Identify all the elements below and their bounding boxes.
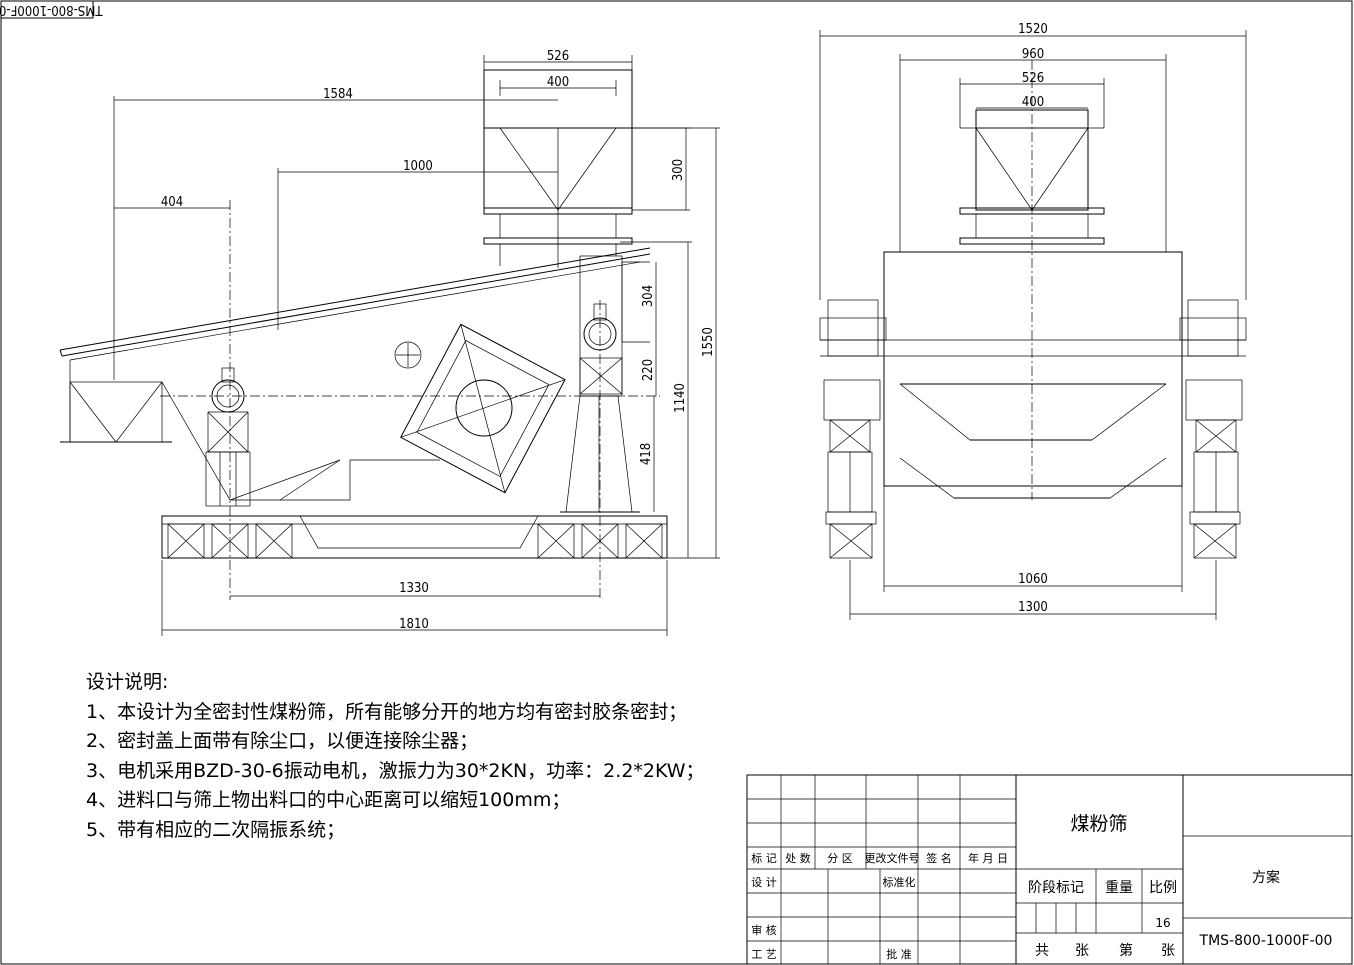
svg-text:处 数: 处 数 [785,852,811,865]
svg-text:年 月 日: 年 月 日 [968,851,1008,865]
scheme-label: 方案 [1252,869,1280,886]
svg-text:1060: 1060 [1018,572,1048,587]
title-block: 标 记 处 数 分 区 更改文件号 签 名 年 月 日 设 计 标准化 审 核 … [746,774,1353,965]
side-view: 526 400 1584 1000 404 300 304 220 1550 1… [59,49,720,636]
svg-text:更改文件号: 更改文件号 [865,851,920,865]
svg-text:张: 张 [1075,943,1089,959]
svg-text:404: 404 [161,195,183,210]
svg-text:960: 960 [1022,47,1044,62]
svg-text:标准化: 标准化 [883,875,916,889]
svg-text:1300: 1300 [1018,600,1048,615]
svg-text:标 记: 标 记 [751,851,777,865]
svg-text:300: 300 [671,159,686,181]
svg-text:重量: 重量 [1105,880,1133,896]
svg-text:526: 526 [547,49,569,64]
notes-title: 设计说明: [86,671,169,693]
svg-text:1520: 1520 [1018,22,1048,37]
design-notes: 设计说明: 1、本设计为全密封性煤粉筛，所有能够分开的地方均有密封胶条密封； 2… [86,668,705,845]
svg-text:TMS-800-1000F-00: TMS-800-1000F-00 [0,2,104,17]
svg-text:1810: 1810 [399,617,429,632]
svg-text:审 核: 审 核 [751,923,777,937]
svg-text:1000: 1000 [403,159,433,174]
svg-text:第: 第 [1119,942,1133,959]
note-item: 2、密封盖上面带有除尘口，以便连接除尘器； [86,730,479,752]
svg-text:1584: 1584 [323,87,353,102]
svg-text:设 计: 设 计 [751,876,777,889]
svg-text:1140: 1140 [673,383,688,413]
svg-text:分 区: 分 区 [827,852,853,865]
svg-text:418: 418 [639,443,654,465]
svg-text:阶段标记: 阶段标记 [1028,880,1084,896]
svg-text:526: 526 [1022,71,1044,86]
note-item: 1、本设计为全密封性煤粉筛，所有能够分开的地方均有密封胶条密封； [86,700,688,723]
svg-text:共: 共 [1035,943,1049,959]
end-view: 1520 960 526 400 1060 1300 [819,22,1247,620]
svg-text:1330: 1330 [399,581,429,596]
svg-text:304: 304 [641,285,656,307]
drawing-number: TMS-800-1000F-00 [1199,933,1333,949]
note-item: 5、带有相应的二次隔振系统； [86,818,346,841]
svg-text:16: 16 [1155,916,1170,930]
svg-text:400: 400 [1022,95,1044,110]
svg-text:张: 张 [1161,943,1175,959]
svg-text:工 艺: 工 艺 [751,948,777,961]
note-item: 4、进料口与筛上物出料口的中心距离可以缩短100mm； [86,789,571,811]
svg-text:400: 400 [547,75,569,90]
svg-text:1550: 1550 [701,327,716,357]
rotated-drawing-number: TMS-800-1000F-00 [0,0,104,19]
svg-text:签 名: 签 名 [926,851,952,865]
svg-text:比例: 比例 [1149,880,1177,896]
svg-text:批 准: 批 准 [886,947,912,961]
note-item: 3、电机采用BZD-30-6振动电机，激振力为30*2KN，功率：2.2*2KW… [86,759,705,782]
equipment-name: 煤粉筛 [1070,813,1127,835]
svg-text:220: 220 [641,359,656,381]
